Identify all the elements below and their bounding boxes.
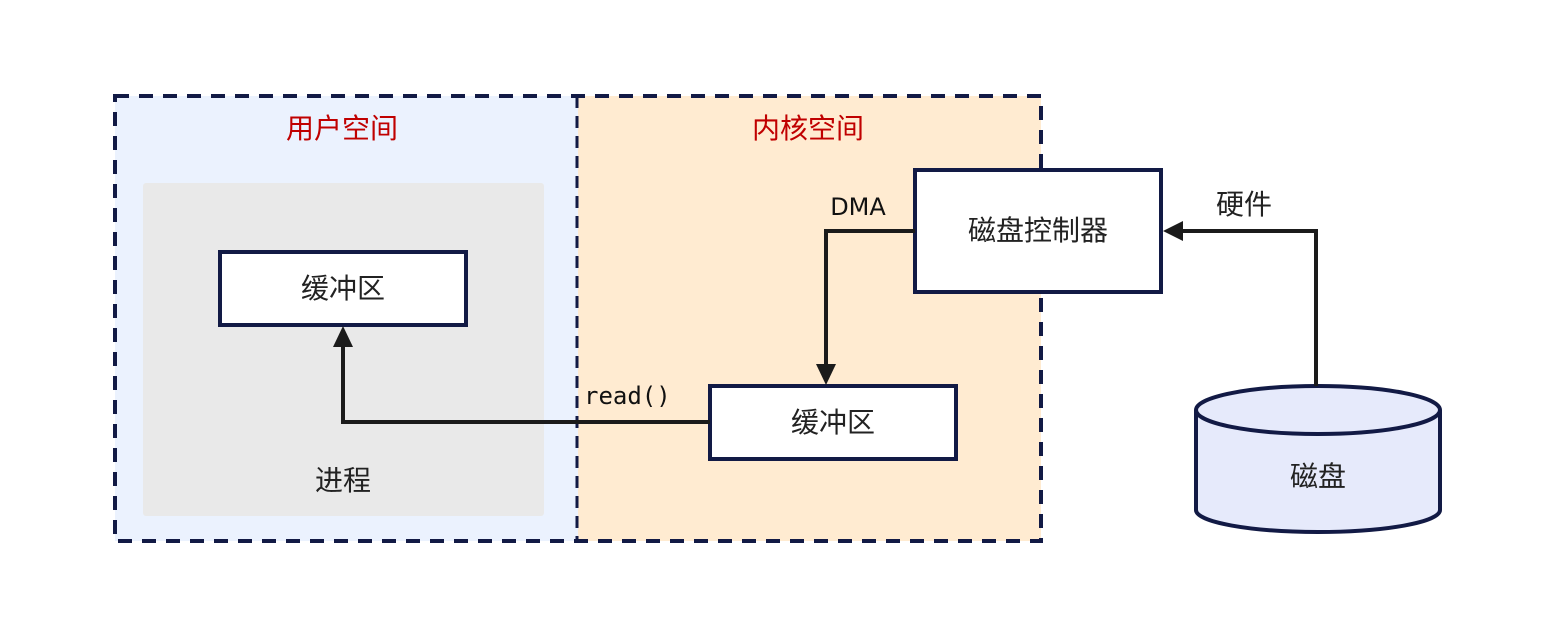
kernel-space-title: 内核空间 bbox=[752, 112, 864, 145]
disk-node: 磁盘 bbox=[1194, 384, 1442, 534]
read-edge: read() bbox=[333, 326, 710, 424]
kernel-buffer-node: 缓冲区 bbox=[708, 384, 958, 461]
kernel-space-region: 内核空间 bbox=[578, 96, 1041, 541]
user-buffer-box bbox=[218, 250, 468, 327]
hardware-edge: 硬件 bbox=[1163, 188, 1318, 386]
dma-label: DMA bbox=[830, 193, 886, 221]
read-label: read() bbox=[584, 382, 671, 410]
dma-arrowhead-icon bbox=[816, 364, 836, 385]
disk-controller-box bbox=[913, 168, 1163, 294]
user-buffer-node: 缓冲区 bbox=[218, 250, 468, 327]
user-space-title: 用户空间 bbox=[286, 112, 398, 145]
kernel-buffer-label: 缓冲区 bbox=[791, 406, 875, 439]
read-arrowhead-icon bbox=[333, 326, 353, 347]
dma-edge: DMA bbox=[816, 193, 915, 385]
kernel-space-background bbox=[578, 96, 1041, 541]
disk-controller-node: 磁盘控制器 bbox=[913, 168, 1163, 294]
disk-controller-label: 磁盘控制器 bbox=[968, 214, 1108, 247]
hardware-arrow bbox=[1173, 226, 1318, 386]
disk-top bbox=[1194, 384, 1442, 436]
disk-body bbox=[1194, 410, 1442, 534]
dma-arrow bbox=[824, 229, 915, 368]
disk-label: 磁盘 bbox=[1290, 460, 1346, 493]
read-arrow bbox=[341, 345, 710, 424]
process-label: 进程 bbox=[315, 464, 371, 497]
kernel-buffer-box bbox=[708, 384, 958, 461]
user-buffer-label: 缓冲区 bbox=[301, 272, 385, 305]
hardware-label: 硬件 bbox=[1216, 188, 1272, 221]
hardware-arrowhead-icon bbox=[1163, 221, 1183, 241]
